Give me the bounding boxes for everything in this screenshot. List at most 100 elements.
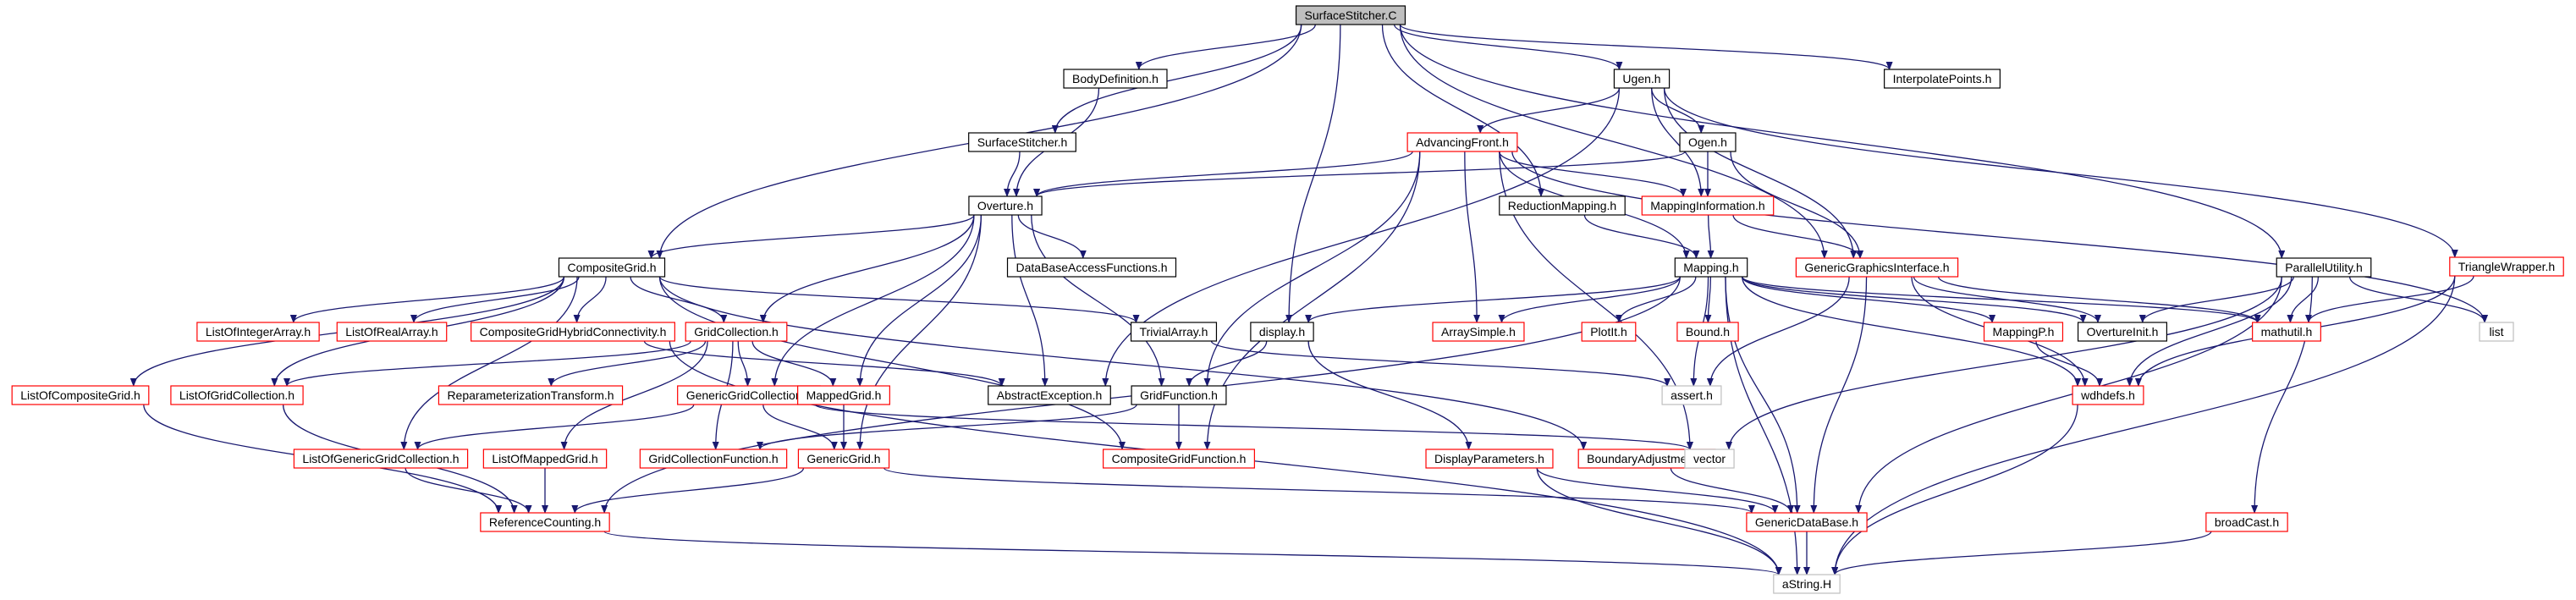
node-interp[interactable]: InterpolatePoints.h	[1884, 69, 2001, 89]
node-box	[1661, 385, 1722, 405]
node-label: SurfaceStitcher.h	[977, 135, 1068, 149]
edge-wdhdefs-to-astring	[1831, 404, 2078, 575]
node-box	[2276, 257, 2372, 278]
node-listint[interactable]: ListOfIntegerArray.h	[196, 322, 320, 342]
node-box	[480, 512, 610, 532]
edge-trianglew-to-mathutil	[2305, 275, 2474, 323]
node-label: AdvancingFront.h	[1416, 135, 1509, 149]
node-box	[1432, 322, 1525, 342]
edge-mapping-to-mathutil	[1742, 276, 2261, 323]
node-gcf[interactable]: GridCollectionFunction.h	[639, 449, 788, 469]
node-box	[1063, 69, 1168, 89]
node-label: GridFunction.h	[1140, 388, 1218, 402]
node-mappedgrid[interactable]: MappedGrid.h	[797, 385, 890, 405]
node-mappingp[interactable]: MappingP.h	[1983, 322, 2064, 342]
node-refcount[interactable]: ReferenceCounting.h	[480, 512, 610, 532]
edge-root-to-bodydef	[1135, 24, 1316, 70]
node-mapping[interactable]: Mapping.h	[1674, 257, 1748, 278]
node-overture[interactable]: Overture.h	[968, 195, 1043, 216]
node-label: ListOfIntegerArray.h	[206, 325, 311, 339]
edge-genericgrid-to-gdb	[883, 467, 1755, 514]
node-ggi[interactable]: GenericGraphicsInterface.h	[1795, 257, 1959, 278]
node-gridfunc[interactable]: GridFunction.h	[1131, 385, 1227, 405]
node-label: ListOfRealArray.h	[345, 325, 438, 339]
node-gdb[interactable]: GenericDataBase.h	[1746, 512, 1868, 532]
edge-ugen-to-advfront	[1477, 87, 1621, 134]
node-boundadj[interactable]: BoundaryAdjustment.h	[1577, 449, 1716, 469]
edge-mapping-to-display	[1305, 276, 1681, 323]
edge-mapinfo-to-mapping	[1707, 214, 1715, 259]
node-box	[1679, 132, 1737, 152]
node-cghc[interactable]: CompositeGridHybridConnectivity.h	[471, 322, 675, 342]
edge-genericgrid-to-refcount	[571, 467, 805, 514]
node-mathutil[interactable]: mathutil.h	[2252, 322, 2321, 342]
edge-gridcoll-to-listgc	[283, 340, 691, 387]
node-ogen[interactable]: Ogen.h	[1679, 132, 1737, 152]
node-bodydef[interactable]: BodyDefinition.h	[1063, 69, 1168, 89]
edge-overture-to-gridcoll	[759, 214, 975, 323]
node-arraysimple[interactable]: ArraySimple.h	[1432, 322, 1525, 342]
node-gridcoll[interactable]: GridCollection.h	[685, 322, 788, 342]
node-bound[interactable]: Bound.h	[1676, 322, 1739, 342]
node-advfront[interactable]: AdvancingFront.h	[1406, 132, 1518, 152]
node-parutil[interactable]: ParallelUtility.h	[2276, 257, 2372, 278]
edge-compgrid-to-listint	[289, 276, 565, 323]
edge-overture-to-compgrid	[647, 214, 975, 259]
node-cgf[interactable]: CompositeGridFunction.h	[1103, 449, 1255, 469]
node-box	[2449, 256, 2564, 277]
node-plotit[interactable]: PlotIt.h	[1581, 322, 1637, 342]
node-label: PlotIt.h	[1590, 325, 1627, 339]
edge-layer	[129, 24, 2488, 575]
node-label: GridCollection.h	[694, 325, 779, 339]
node-box	[170, 385, 304, 405]
node-label: BoundaryAdjustment.h	[1587, 452, 1707, 465]
node-surfstitch[interactable]: SurfaceStitcher.h	[968, 132, 1076, 152]
node-compgrid[interactable]: CompositeGrid.h	[558, 257, 666, 278]
node-label: list	[2489, 325, 2503, 339]
edge-advfront-to-arraysimple	[1464, 151, 1481, 323]
node-ovinit[interactable]: OvertureInit.h	[2077, 322, 2168, 342]
node-ugen[interactable]: Ugen.h	[1613, 69, 1671, 89]
node-box	[1983, 322, 2064, 342]
node-listgc[interactable]: ListOfGridCollection.h	[170, 385, 304, 405]
edge-ggc-to-vector	[814, 404, 1693, 450]
node-root[interactable]: SurfaceStitcher.C	[1295, 5, 1406, 25]
node-reparam[interactable]: ReparameterizationTransform.h	[438, 385, 624, 405]
node-dbaccess[interactable]: DataBaseAccessFunctions.h	[1006, 257, 1177, 278]
edge-mapping-to-wdhdefs	[1742, 276, 2082, 387]
node-box	[1295, 5, 1406, 25]
node-label: TriangleWrapper.h	[2458, 260, 2555, 273]
node-mapinfo[interactable]: MappingInformation.h	[1641, 195, 1775, 216]
node-genericgrid[interactable]: GenericGrid.h	[797, 449, 890, 469]
node-abstractexc[interactable]: AbstractException.h	[988, 385, 1111, 405]
node-redmap[interactable]: ReductionMapping.h	[1499, 195, 1626, 216]
edge-overture-to-abstractexc	[1011, 214, 1049, 387]
node-wdhdefs[interactable]: wdhdefs.h	[2072, 385, 2144, 405]
node-label: ReductionMapping.h	[1508, 199, 1616, 212]
node-label: wdhdefs.h	[2080, 388, 2135, 402]
node-box	[2077, 322, 2168, 342]
edge-compgrid-to-trivarr	[658, 276, 1140, 323]
node-ggc[interactable]: GenericGridCollection.h	[677, 385, 821, 405]
node-label: ArraySimple.h	[1441, 325, 1516, 339]
node-layer: SurfaceStitcher.C BodyDefinition.h Ugen.h I…	[11, 5, 2564, 594]
edge-overture-to-ggc	[771, 214, 975, 387]
node-listcg[interactable]: ListOfCompositeGrid.h	[11, 385, 150, 405]
node-broadcast[interactable]: broadCast.h	[2205, 512, 2288, 532]
node-label: Bound.h	[1686, 325, 1730, 339]
node-listggc[interactable]: ListOfGenericGridCollection.h	[293, 449, 469, 469]
node-listreal[interactable]: ListOfRealArray.h	[336, 322, 448, 342]
node-display[interactable]: display.h	[1250, 322, 1314, 342]
node-dispparams[interactable]: DisplayParameters.h	[1425, 449, 1554, 469]
node-trianglew[interactable]: TriangleWrapper.h	[2449, 256, 2564, 277]
edge-parutil-to-wdhdefs	[2126, 276, 2293, 387]
edge-compgrid-to-gridcoll	[630, 276, 728, 323]
edge-broadcast-to-astring	[1831, 531, 2212, 575]
edge-trivarr-to-assert	[1210, 340, 1671, 387]
edge-gridcoll-to-ggc	[737, 340, 751, 387]
node-listmg[interactable]: ListOfMappedGrid.h	[482, 449, 608, 469]
edge-parutil-to-broadcast	[2251, 276, 2313, 514]
node-box	[1641, 195, 1775, 216]
edge-root-to-parutil	[1399, 24, 2286, 259]
node-trivarr[interactable]: TrivialArray.h	[1130, 322, 1218, 342]
